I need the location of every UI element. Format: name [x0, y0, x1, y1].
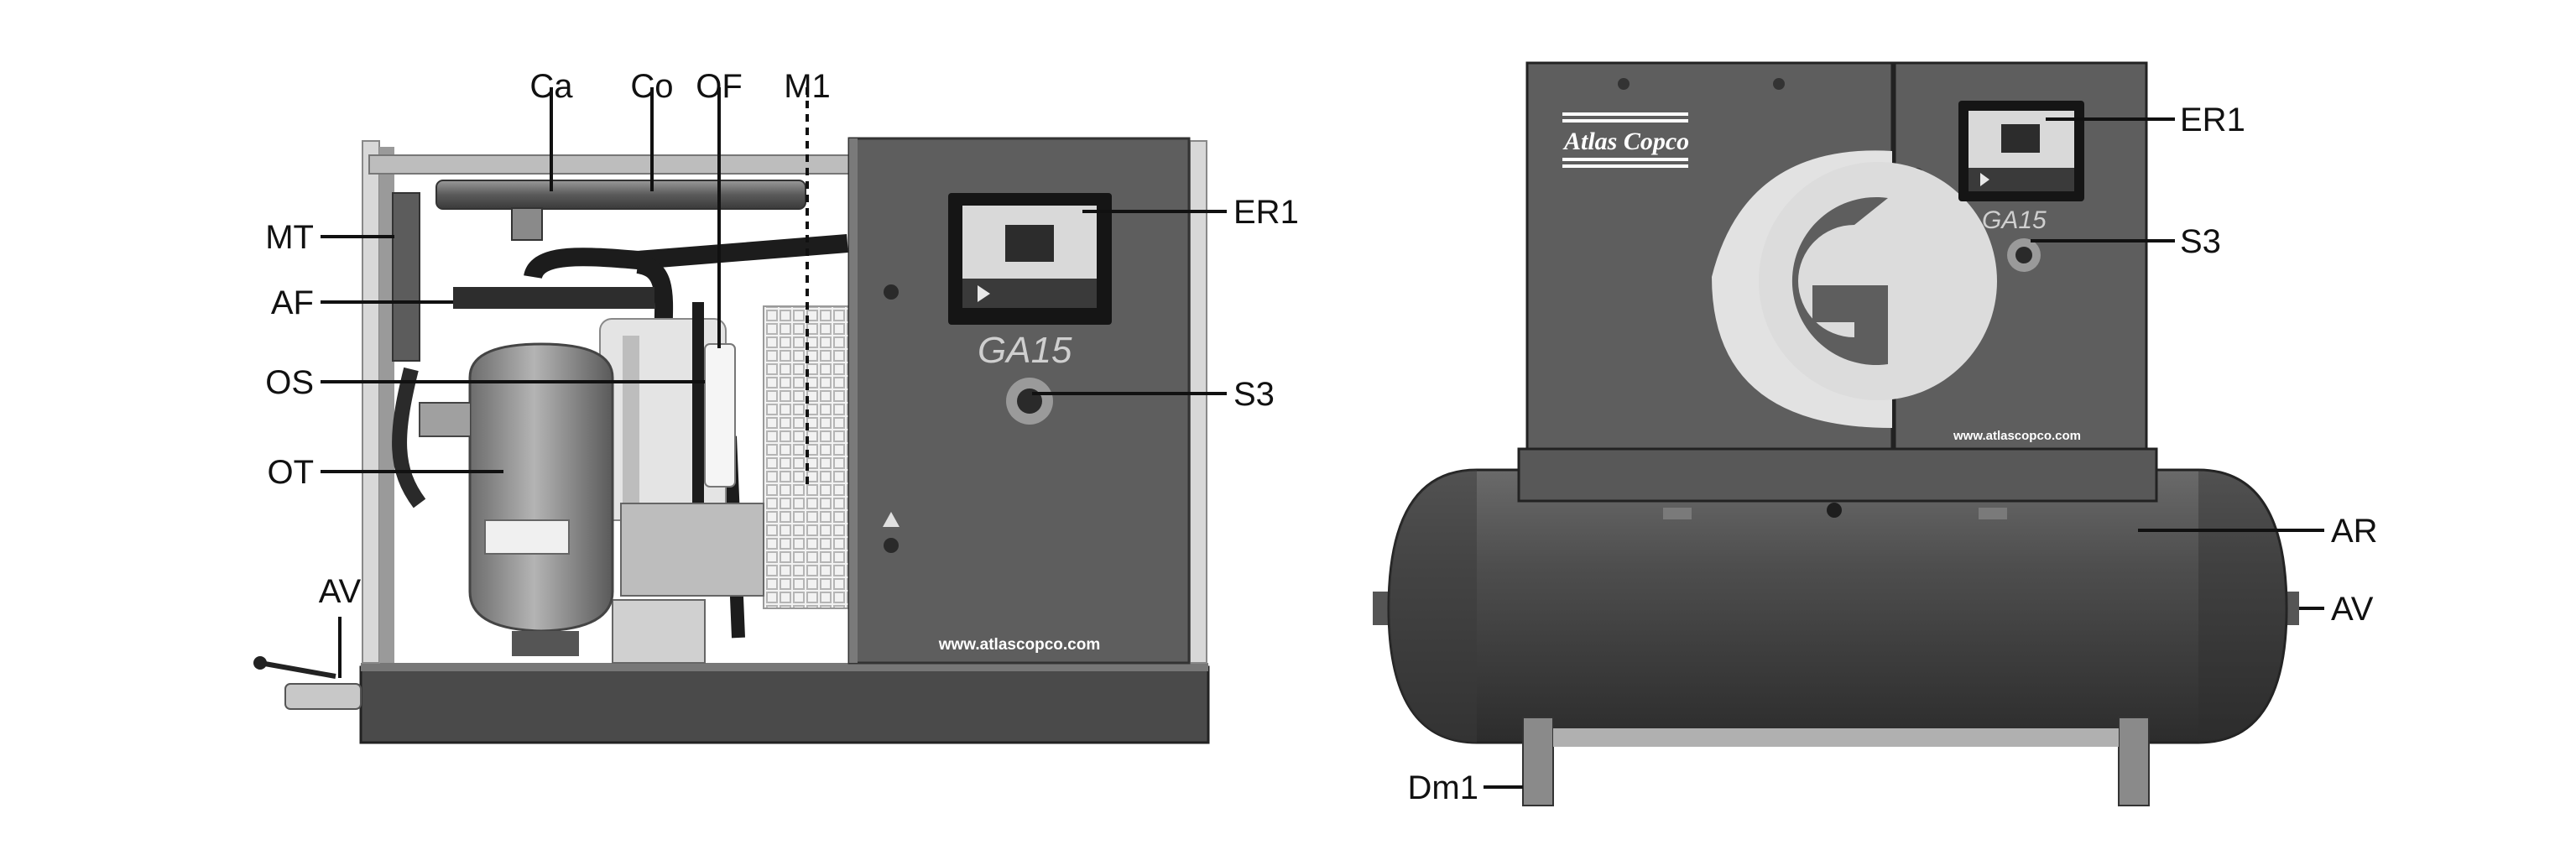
cooler-tube — [435, 180, 806, 210]
tank-nozzle-left — [1373, 592, 1388, 625]
cabinet-screw — [884, 538, 899, 553]
base-frame-top-strip — [361, 663, 1208, 671]
hose-left — [392, 367, 426, 508]
hose-top — [524, 234, 848, 280]
tank-right-cap-shade — [2198, 470, 2287, 743]
motor-tube — [392, 192, 420, 362]
left-leader-lines — [321, 87, 1227, 678]
left-model-name: GA15 — [978, 330, 1072, 371]
right-emergency-stop-button — [2015, 247, 2032, 263]
tank-foot-left — [1522, 717, 1554, 806]
tank-foot-rail — [1553, 728, 2119, 747]
fan-grille — [763, 305, 865, 609]
oil-separator-vessel — [468, 342, 614, 633]
tank-foot-right — [2118, 717, 2150, 806]
tank-bracket — [1979, 508, 2007, 519]
label-dm1: Dm1 — [1408, 769, 1478, 806]
right-website: www.atlascopco.com — [1953, 429, 2081, 443]
canopy-screw — [1618, 78, 1630, 90]
air-filter-bar — [453, 287, 654, 309]
left-controller-lcd — [1005, 225, 1054, 262]
drain-valve-lever — [259, 660, 336, 679]
label-ca: Ca — [529, 68, 573, 105]
left-cabinet-edge — [849, 138, 858, 663]
label-er1-left: ER1 — [1233, 194, 1299, 231]
label-er1-right: ER1 — [2180, 102, 2245, 138]
label-os: OS — [265, 364, 314, 401]
drain-valve-knob — [253, 656, 267, 670]
canopy-base-plate — [1517, 447, 2158, 503]
left-labels: Ca Co OF M1 MT AF OS OT AV ER1 S3 — [265, 68, 1299, 610]
label-co: Co — [630, 68, 673, 105]
tank-port — [1827, 503, 1842, 518]
g-emblem — [1712, 150, 1997, 429]
canopy-screw — [1773, 78, 1785, 90]
start-button-icon — [978, 285, 990, 302]
label-ot: OT — [267, 454, 314, 491]
vessel-foot — [512, 631, 579, 656]
right-compressor-unit: Atlas Copco GA15 www.atlascopco.com — [1373, 61, 2299, 806]
vessel-inlet-pipe — [419, 402, 470, 437]
label-mt: MT — [265, 219, 314, 256]
start-button-icon — [1980, 173, 1989, 186]
right-side-post — [1189, 140, 1207, 664]
oil-filter — [704, 343, 736, 488]
top-rail — [368, 154, 857, 175]
tank-left-cap-shade — [1389, 470, 1477, 743]
right-leader-lines — [1484, 117, 2324, 789]
element-block — [620, 503, 764, 597]
oil-filter-hose — [692, 302, 704, 512]
label-m1: M1 — [784, 68, 831, 105]
right-controller-lcd — [2001, 124, 2040, 153]
motor-rib — [623, 336, 639, 503]
drain-valve-body — [284, 683, 362, 710]
label-ar: AR — [2331, 513, 2378, 550]
left-compressor-unit: GA15 www.atlascopco.com — [253, 137, 1210, 744]
atlas-copco-logo: Atlas Copco — [1562, 112, 1689, 168]
base-frame — [359, 665, 1210, 744]
vessel-label-plate — [484, 519, 570, 555]
label-af: AF — [271, 284, 314, 321]
tank-nozzle-right — [2284, 592, 2299, 625]
label-s3-left: S3 — [1233, 376, 1275, 413]
tank-bracket — [1663, 508, 1692, 519]
drive-block — [612, 599, 706, 664]
brand-name: Atlas Copco — [1562, 128, 1689, 155]
label-av-left: AV — [319, 573, 362, 610]
right-model-name: GA15 — [1982, 206, 2047, 234]
left-side-post — [362, 140, 380, 664]
left-website: www.atlascopco.com — [938, 636, 1101, 654]
label-av-right: AV — [2331, 591, 2374, 628]
right-labels: ER1 S3 AR AV Dm1 — [1408, 102, 2378, 806]
label-s3-right: S3 — [2180, 223, 2221, 260]
inner-left-post — [379, 147, 394, 663]
warning-triangle-icon — [883, 512, 900, 527]
label-of: OF — [696, 68, 743, 105]
cooler-block — [511, 207, 543, 241]
cabinet-screw — [884, 284, 899, 300]
